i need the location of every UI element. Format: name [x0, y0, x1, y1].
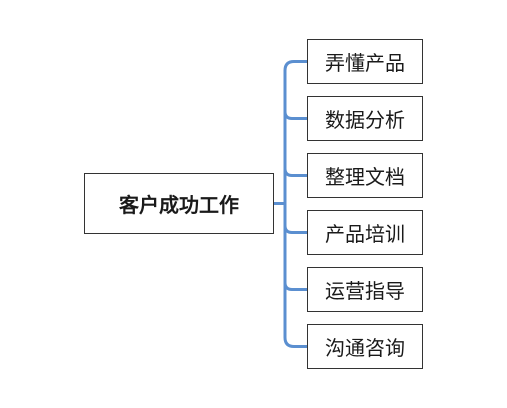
connector-branch-2: [283, 110, 309, 120]
branch-node-data-analysis: 数据分析: [307, 96, 423, 141]
branch-node-organize-docs: 整理文档: [307, 153, 423, 198]
branch-node-product-training: 产品培训: [307, 210, 423, 255]
connector-branch-4: [283, 224, 309, 234]
branch-node-label: 数据分析: [325, 108, 405, 132]
branch-node-operations-guidance: 运营指导: [307, 267, 423, 312]
branch-node-understand-product: 弄懂产品: [307, 39, 423, 84]
connector-branch-5: [283, 281, 309, 291]
connector-branch-3: [283, 167, 309, 177]
root-node: 客户成功工作: [84, 173, 274, 234]
branch-node-label: 沟通咨询: [325, 336, 405, 360]
branch-node-label: 整理文档: [325, 165, 405, 189]
branch-node-label: 弄懂产品: [325, 51, 405, 75]
branch-node-label: 运营指导: [325, 279, 405, 303]
branch-node-label: 产品培训: [325, 222, 405, 246]
branch-node-communication-consulting: 沟通咨询: [307, 324, 423, 369]
root-node-label: 客户成功工作: [119, 193, 239, 217]
connector-trunk: [283, 60, 309, 348]
